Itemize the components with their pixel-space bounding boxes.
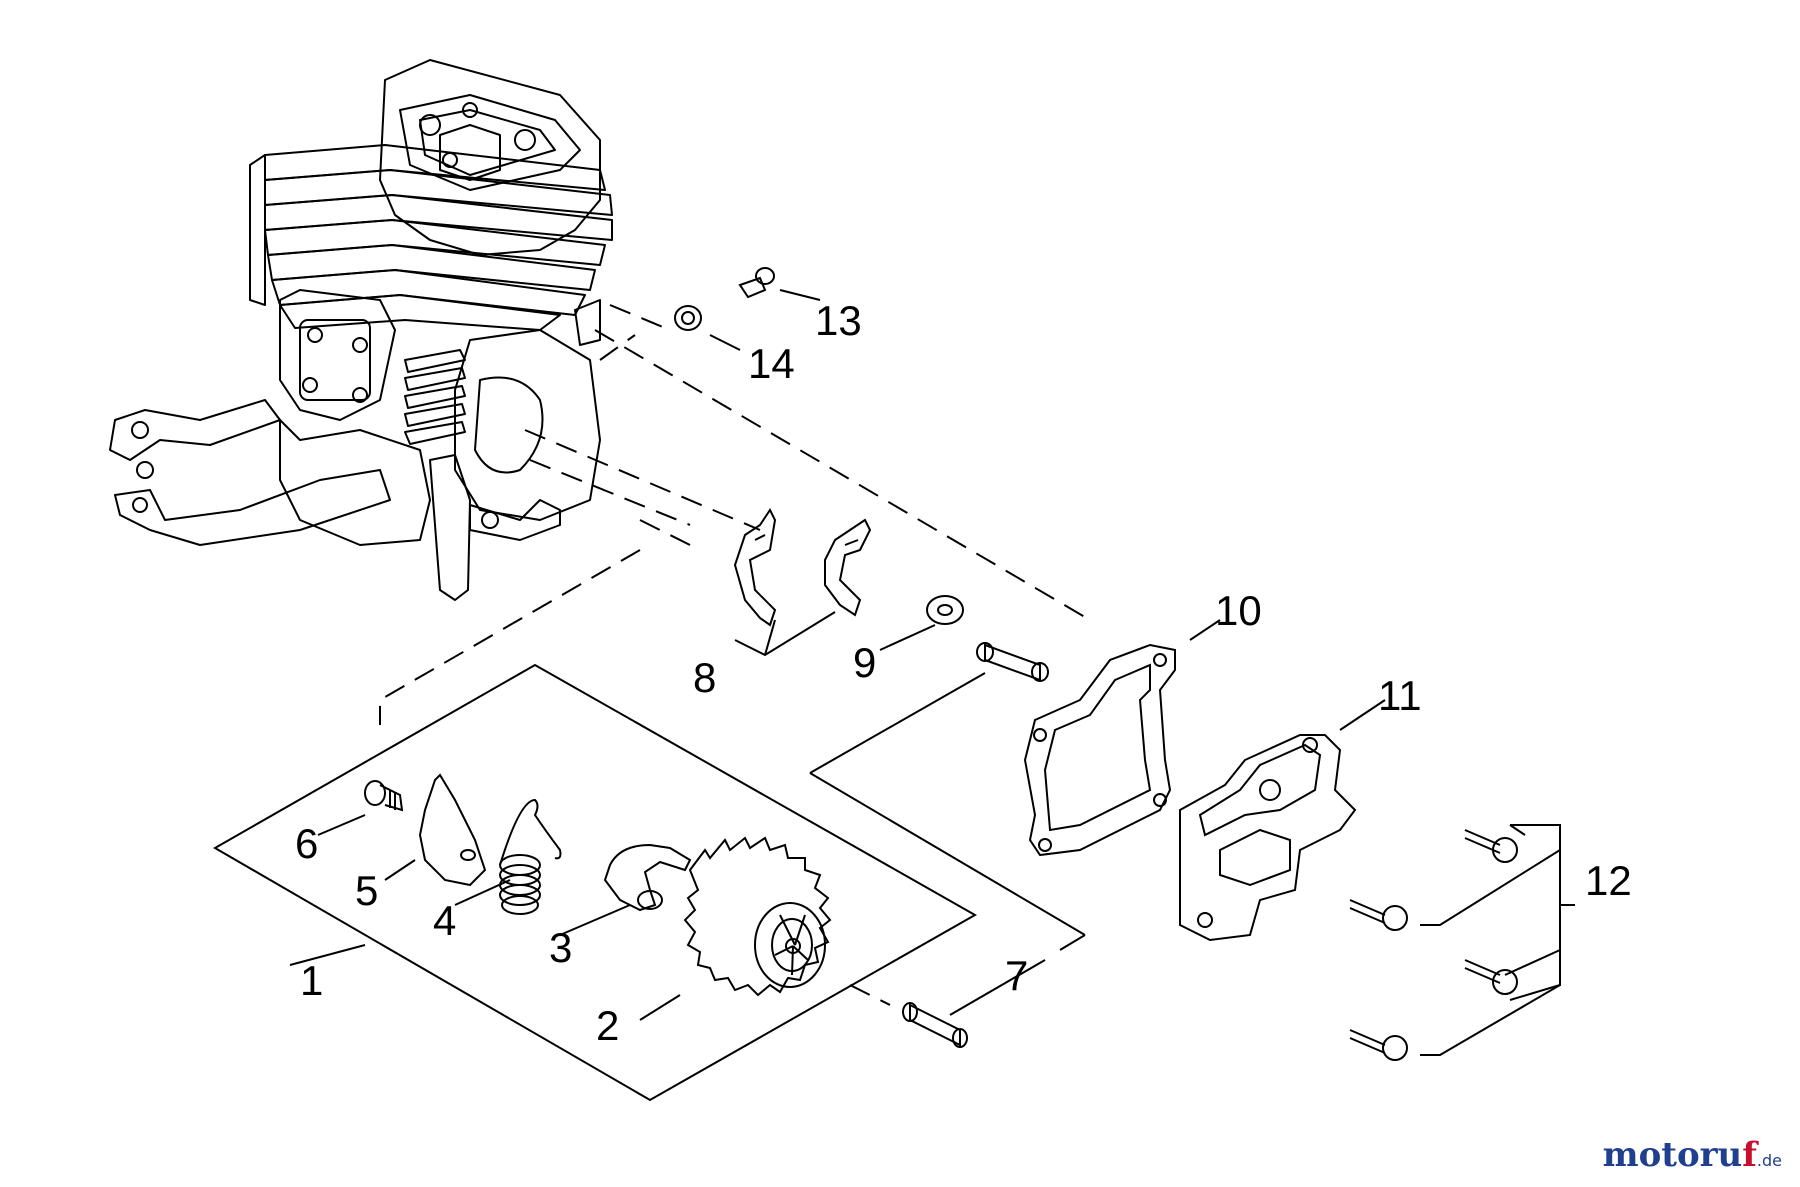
small-washer-part <box>674 305 702 331</box>
callout-labels: 1 2 3 4 5 6 7 8 9 10 11 12 13 14 <box>295 297 1632 1049</box>
logo-tld: .de <box>1756 1151 1782 1170</box>
pin-part <box>902 642 1049 1048</box>
callout-4: 4 <box>433 897 456 944</box>
callout-14: 14 <box>748 340 795 387</box>
small-bolt-part <box>364 780 404 812</box>
plate-part <box>418 773 487 887</box>
callout-11: 11 <box>1378 672 1422 719</box>
small-screw-part <box>738 267 775 299</box>
callout-13: 13 <box>815 297 862 344</box>
lever-parts <box>733 508 872 627</box>
callout-12: 12 <box>1585 857 1632 904</box>
engine-block <box>109 59 613 601</box>
logo-main: motoru <box>1602 1135 1743 1175</box>
motoruf-logo: motoruf.de <box>1603 1135 1782 1175</box>
callout-8: 8 <box>693 654 716 701</box>
callout-2: 2 <box>596 1002 619 1049</box>
pawl-part <box>603 843 692 912</box>
callout-5: 5 <box>355 867 378 914</box>
callout-7: 7 <box>1005 952 1028 999</box>
callout-9: 9 <box>853 639 876 686</box>
leader-lines <box>212 289 1575 1102</box>
assembly-guides <box>379 304 1091 1006</box>
washer-part <box>926 595 964 625</box>
gasket-part <box>1023 643 1176 857</box>
logo-accent: f <box>1742 1135 1757 1175</box>
callout-1: 1 <box>300 957 323 1004</box>
spring-part <box>499 798 562 915</box>
callout-6: 6 <box>295 820 318 867</box>
callout-10: 10 <box>1215 587 1262 634</box>
cover-part <box>1179 734 1357 942</box>
gear-part <box>683 836 832 997</box>
callout-3: 3 <box>549 924 572 971</box>
screw-parts <box>1349 829 1518 1061</box>
